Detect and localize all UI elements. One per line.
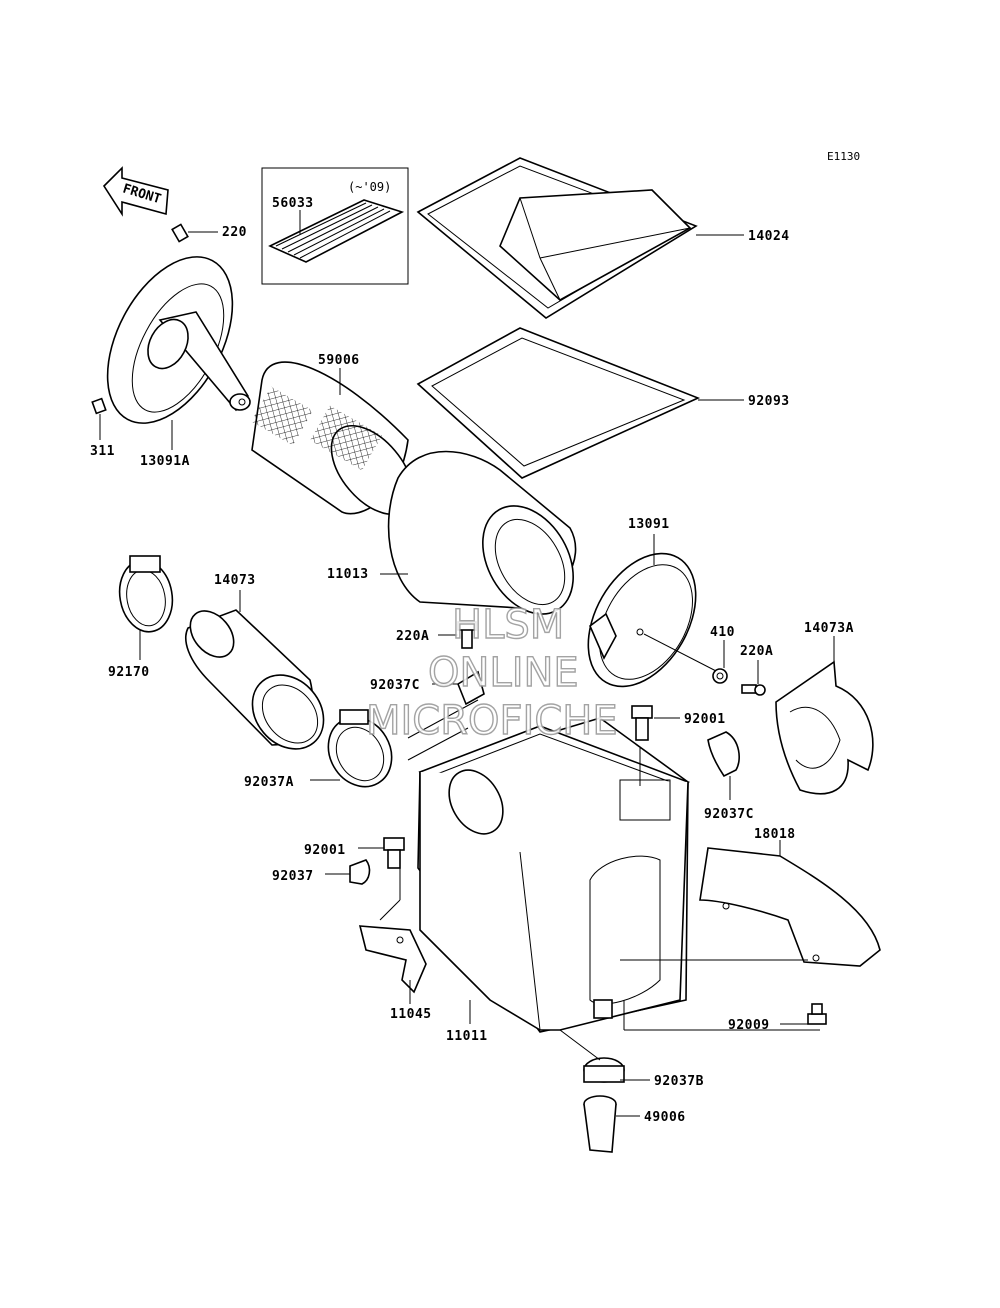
- part-label-14073: 14073: [214, 573, 256, 588]
- front-arrow-icon: FRONT: [102, 166, 169, 217]
- watermark: HLSM ONLINE MICROFICHE: [365, 601, 618, 744]
- gasket-92093: [416, 327, 744, 479]
- clamp-92170: [118, 555, 174, 660]
- part-label-92037C-right: 92037C: [704, 807, 754, 822]
- part-label-92093: 92093: [748, 394, 790, 409]
- part-label-13091: 13091: [628, 517, 670, 532]
- part-label-220A-center: 220A: [396, 629, 429, 644]
- bolt-220A-right-icon: [741, 660, 766, 696]
- part-label-13091A: 13091A: [140, 454, 190, 469]
- inset-box-56033: (~'09): [261, 167, 409, 285]
- part-label-92170: 92170: [108, 665, 150, 680]
- part-label-92037: 92037: [272, 869, 314, 884]
- part-label-92001-left: 92001: [304, 843, 346, 858]
- part-label-92001-right: 92001: [684, 712, 726, 727]
- part-labels: 220 56033 14024 59006 92093 311 13091A 1…: [90, 196, 854, 1125]
- part-label-220A-right: 220A: [740, 644, 773, 659]
- clamp-92037A: [310, 709, 393, 788]
- pin-311-icon: [91, 397, 107, 440]
- bolt-92009-icon: [780, 1003, 827, 1025]
- guard-18018: [699, 840, 881, 967]
- air-cleaner-cover-14024: [416, 157, 744, 319]
- cover-13091A: [106, 256, 251, 450]
- watermark-line-3: MICROFICHE: [366, 698, 618, 744]
- clip-92037C-right-icon: [707, 731, 740, 800]
- bracket-11045: [358, 925, 427, 1004]
- part-label-92037B: 92037B: [654, 1074, 704, 1089]
- part-label-92009: 92009: [728, 1018, 770, 1033]
- bolt-92001-right-icon: [631, 705, 680, 741]
- part-label-311: 311: [90, 444, 115, 459]
- clip-92037C-center-icon: [432, 670, 485, 706]
- hose-49006-icon: [583, 1095, 640, 1153]
- tube-14073: [185, 590, 325, 750]
- part-label-410: 410: [710, 625, 735, 640]
- clamp-92037B-icon: [583, 1057, 650, 1083]
- bolt-220A-center-icon: [438, 621, 477, 649]
- part-label-92037C-center: 92037C: [370, 678, 420, 693]
- watermark-line-1: HLSM: [452, 602, 564, 648]
- part-label-11011: 11011: [446, 1029, 488, 1044]
- clip-92037-icon: [325, 859, 371, 885]
- assembly-lines: [379, 699, 820, 1061]
- part-label-49006: 49006: [644, 1110, 686, 1125]
- part-label-11045: 11045: [390, 1007, 432, 1022]
- watermark-line-2: ONLINE: [428, 650, 579, 696]
- bolt-92001-left-icon: [358, 837, 405, 869]
- bolt-220-icon: [171, 223, 218, 243]
- nut-410-icon: [712, 640, 728, 684]
- part-label-18018: 18018: [754, 827, 796, 842]
- part-label-220: 220: [222, 225, 247, 240]
- duct-14073A: [775, 636, 874, 795]
- part-label-59006: 59006: [318, 353, 360, 368]
- part-label-14073A: 14073A: [804, 621, 854, 636]
- part-label-14024: 14024: [748, 229, 790, 244]
- part-label-11013: 11013: [327, 567, 369, 582]
- inset-note: (~'09): [348, 180, 391, 194]
- diagram-code: E1130: [827, 150, 860, 163]
- part-label-92037A: 92037A: [244, 775, 294, 790]
- filter-element-11013: [380, 450, 577, 615]
- air-case-11011: [417, 717, 691, 1033]
- cap-13091: [587, 534, 719, 688]
- part-label-56033: 56033: [272, 196, 314, 211]
